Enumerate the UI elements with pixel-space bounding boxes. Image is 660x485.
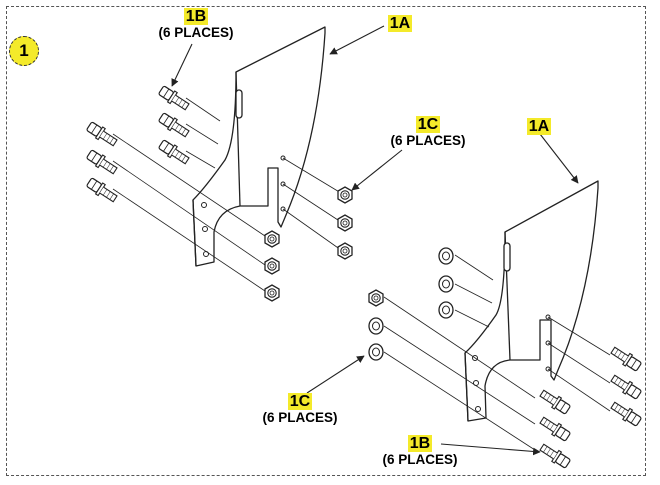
callout-1b-bottom: 1B (6 PLACES) <box>362 435 478 467</box>
bolt-1b-right-3 <box>608 399 644 429</box>
washer-1c-right-2 <box>438 275 454 293</box>
leader-1a-top <box>329 25 385 55</box>
leader-1c-bottom <box>306 355 365 394</box>
bolt-1b-right-1 <box>608 344 644 374</box>
callout-1b-bottom-tag: 1B <box>407 435 433 452</box>
callout-1a-right: 1A <box>522 118 556 136</box>
callout-1c-top-tag: 1C <box>415 116 441 133</box>
leader-1a-right <box>539 133 579 184</box>
washer-1c-right-1 <box>438 247 454 265</box>
left-axis-lines <box>112 97 342 294</box>
bolt-1b-right-5 <box>537 414 573 444</box>
nut-1c-left-5 <box>337 214 353 232</box>
leader-1c-top <box>351 149 403 191</box>
nut-1c-right-1 <box>368 289 384 307</box>
bolt-1b-right-2 <box>608 372 644 402</box>
callout-1b-top: 1B (6 PLACES) <box>136 8 256 40</box>
washer-1c-right-5 <box>368 343 384 361</box>
callout-1b-bottom-qty: (6 PLACES) <box>382 451 458 467</box>
washer-1c-right-4 <box>368 317 384 335</box>
bolt-1b-left-3 <box>156 137 192 167</box>
callout-1c-top: 1C (6 PLACES) <box>370 116 486 148</box>
callout-1a-top-tag: 1A <box>387 15 413 32</box>
nut-1c-left-2 <box>264 257 280 275</box>
dashed-frame <box>6 6 646 476</box>
leader-1b-bottom <box>440 443 541 456</box>
bracket-1a-right <box>464 180 599 422</box>
washer-1c-right-3 <box>438 301 454 319</box>
bolt-1b-left-6 <box>84 175 120 205</box>
callout-1a-right-tag: 1A <box>526 118 552 135</box>
callout-1c-bottom-tag: 1C <box>287 393 313 410</box>
bracket-left-holes <box>201 155 286 257</box>
callout-1c-bottom: 1C (6 PLACES) <box>242 393 358 425</box>
nut-1c-left-4 <box>337 186 353 204</box>
leader-arrows <box>171 25 579 456</box>
step-number-badge: 1 <box>9 36 39 66</box>
nut-1c-left-6 <box>337 242 353 260</box>
leader-1b-top <box>171 43 193 87</box>
bracket-1a-left <box>192 26 326 267</box>
nut-1c-left-3 <box>264 284 280 302</box>
bolt-1b-left-5 <box>84 147 120 177</box>
bolt-1b-right-4 <box>537 387 573 417</box>
callout-1c-top-qty: (6 PLACES) <box>390 132 466 148</box>
callout-1c-bottom-qty: (6 PLACES) <box>262 409 338 425</box>
bolt-1b-right-6 <box>537 441 573 471</box>
nut-1c-left-1 <box>264 230 280 248</box>
callout-1b-top-tag: 1B <box>183 8 209 25</box>
callout-1b-top-qty: (6 PLACES) <box>158 24 234 40</box>
bolt-1b-left-1 <box>156 83 192 113</box>
right-axis-lines <box>383 254 611 451</box>
callout-1a-top: 1A <box>383 15 417 33</box>
bolt-1b-left-2 <box>156 110 192 140</box>
